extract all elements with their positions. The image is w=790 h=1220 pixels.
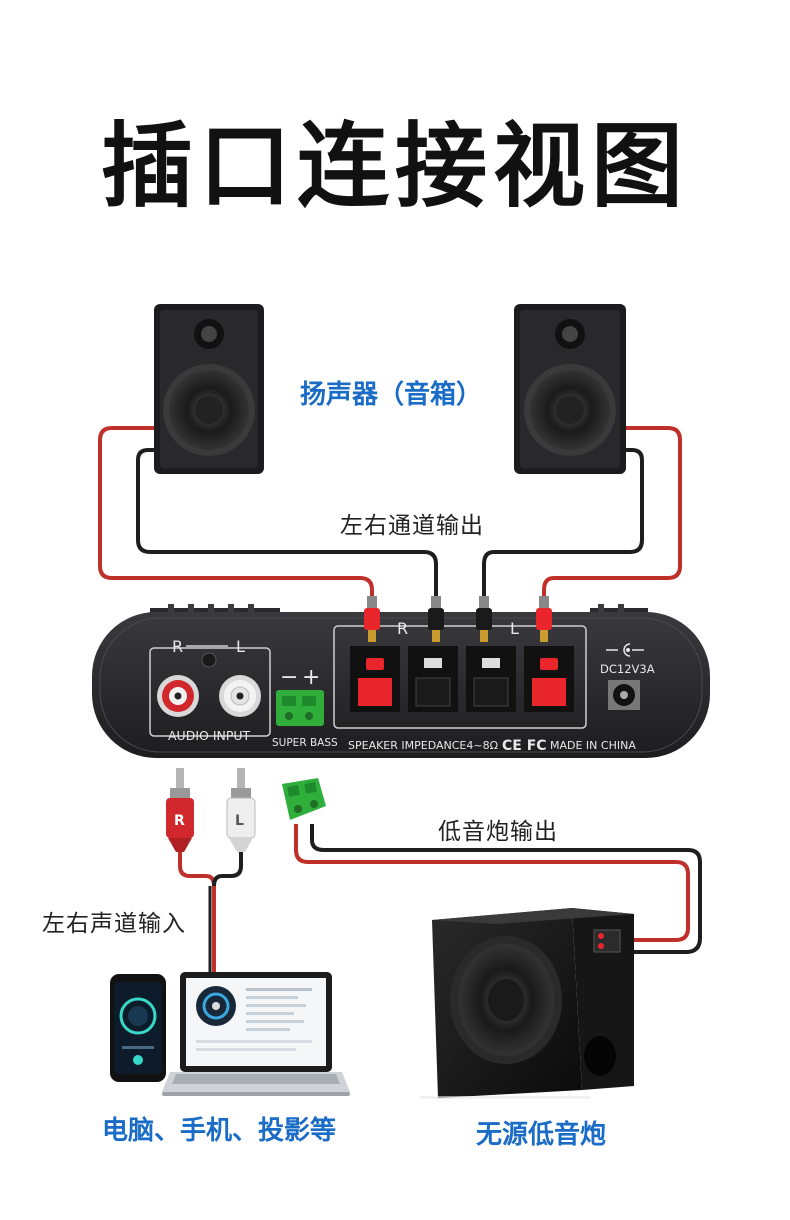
plug-l-label: L bbox=[235, 813, 244, 829]
sub-red-wire bbox=[294, 824, 690, 942]
speaker-terminals-frame bbox=[333, 625, 587, 729]
green-terminal-plug bbox=[282, 778, 326, 820]
rca-jack-l bbox=[219, 675, 261, 717]
impedance-label: SPEAKER IMPEDANCE4~8Ω bbox=[348, 739, 498, 752]
subwoofer bbox=[420, 908, 634, 1099]
audio-input-label: AUDIO INPUT bbox=[168, 728, 251, 743]
sources-label: 电脑、手机、投影等 bbox=[102, 1116, 337, 1146]
sub-plus-label: + bbox=[302, 665, 320, 690]
super-bass-label: SUPER BASS bbox=[272, 737, 338, 749]
left-speaker-black-wire bbox=[136, 448, 438, 604]
phone bbox=[110, 974, 166, 1082]
dc-polarity-icon bbox=[606, 643, 644, 657]
right-speaker-black-wire bbox=[482, 448, 644, 604]
input-cables bbox=[178, 850, 243, 972]
speaker-terminal-l-minus bbox=[466, 646, 516, 712]
made-in-label: MADE IN CHINA bbox=[550, 739, 636, 752]
rca-jack-r bbox=[157, 675, 199, 717]
sub-black-wire bbox=[310, 824, 702, 954]
banana-plug-r-black bbox=[428, 596, 444, 642]
dc-label: DC12V3A bbox=[600, 662, 655, 676]
banana-plug-r-red bbox=[364, 596, 380, 642]
amplifier: R L AUDIO INPUT − + SUPER BASS R L bbox=[92, 604, 710, 758]
right-speaker bbox=[514, 304, 626, 474]
sub-output-label: 低音炮输出 bbox=[438, 819, 558, 845]
speaker-terminal-l-plus bbox=[524, 646, 574, 712]
speaker-l-label: L bbox=[510, 619, 519, 638]
speaker-r-label: R bbox=[397, 619, 408, 638]
lr-output-label: 左右通道输出 bbox=[340, 513, 484, 539]
ce-fc-label: CE FC bbox=[502, 738, 547, 754]
mount-screw bbox=[201, 652, 217, 668]
speaker-terminal-r-minus bbox=[408, 646, 458, 712]
audio-input-frame bbox=[149, 647, 271, 737]
subwoofer-wires bbox=[294, 824, 702, 954]
speakers-label: 扬声器（音箱） bbox=[300, 380, 483, 410]
laptop bbox=[162, 972, 350, 1096]
speaker-terminal-r-plus bbox=[350, 646, 400, 712]
super-bass-terminal bbox=[276, 690, 324, 726]
speaker-wires bbox=[98, 426, 682, 604]
rca-r-label: R bbox=[172, 637, 183, 656]
rca-l-cable bbox=[212, 850, 243, 887]
rca-plug-r: R bbox=[166, 768, 194, 852]
left-speaker-red-wire bbox=[98, 426, 374, 604]
right-speaker-red-wire bbox=[542, 426, 682, 604]
page-title: 插口连接视图 bbox=[100, 113, 689, 220]
dc-jack bbox=[608, 680, 640, 710]
rca-l-label: L bbox=[236, 637, 245, 656]
passive-sub-label: 无源低音炮 bbox=[476, 1120, 607, 1150]
banana-plug-l-black bbox=[476, 596, 492, 642]
banana-plug-l-red bbox=[536, 596, 552, 642]
lr-input-label: 左右声道输入 bbox=[42, 911, 186, 937]
sub-minus-label: − bbox=[280, 665, 298, 690]
plug-r-label: R bbox=[174, 813, 185, 829]
rca-plug-l: L bbox=[226, 768, 256, 852]
left-speaker bbox=[154, 304, 264, 474]
banana-plugs bbox=[364, 596, 552, 642]
